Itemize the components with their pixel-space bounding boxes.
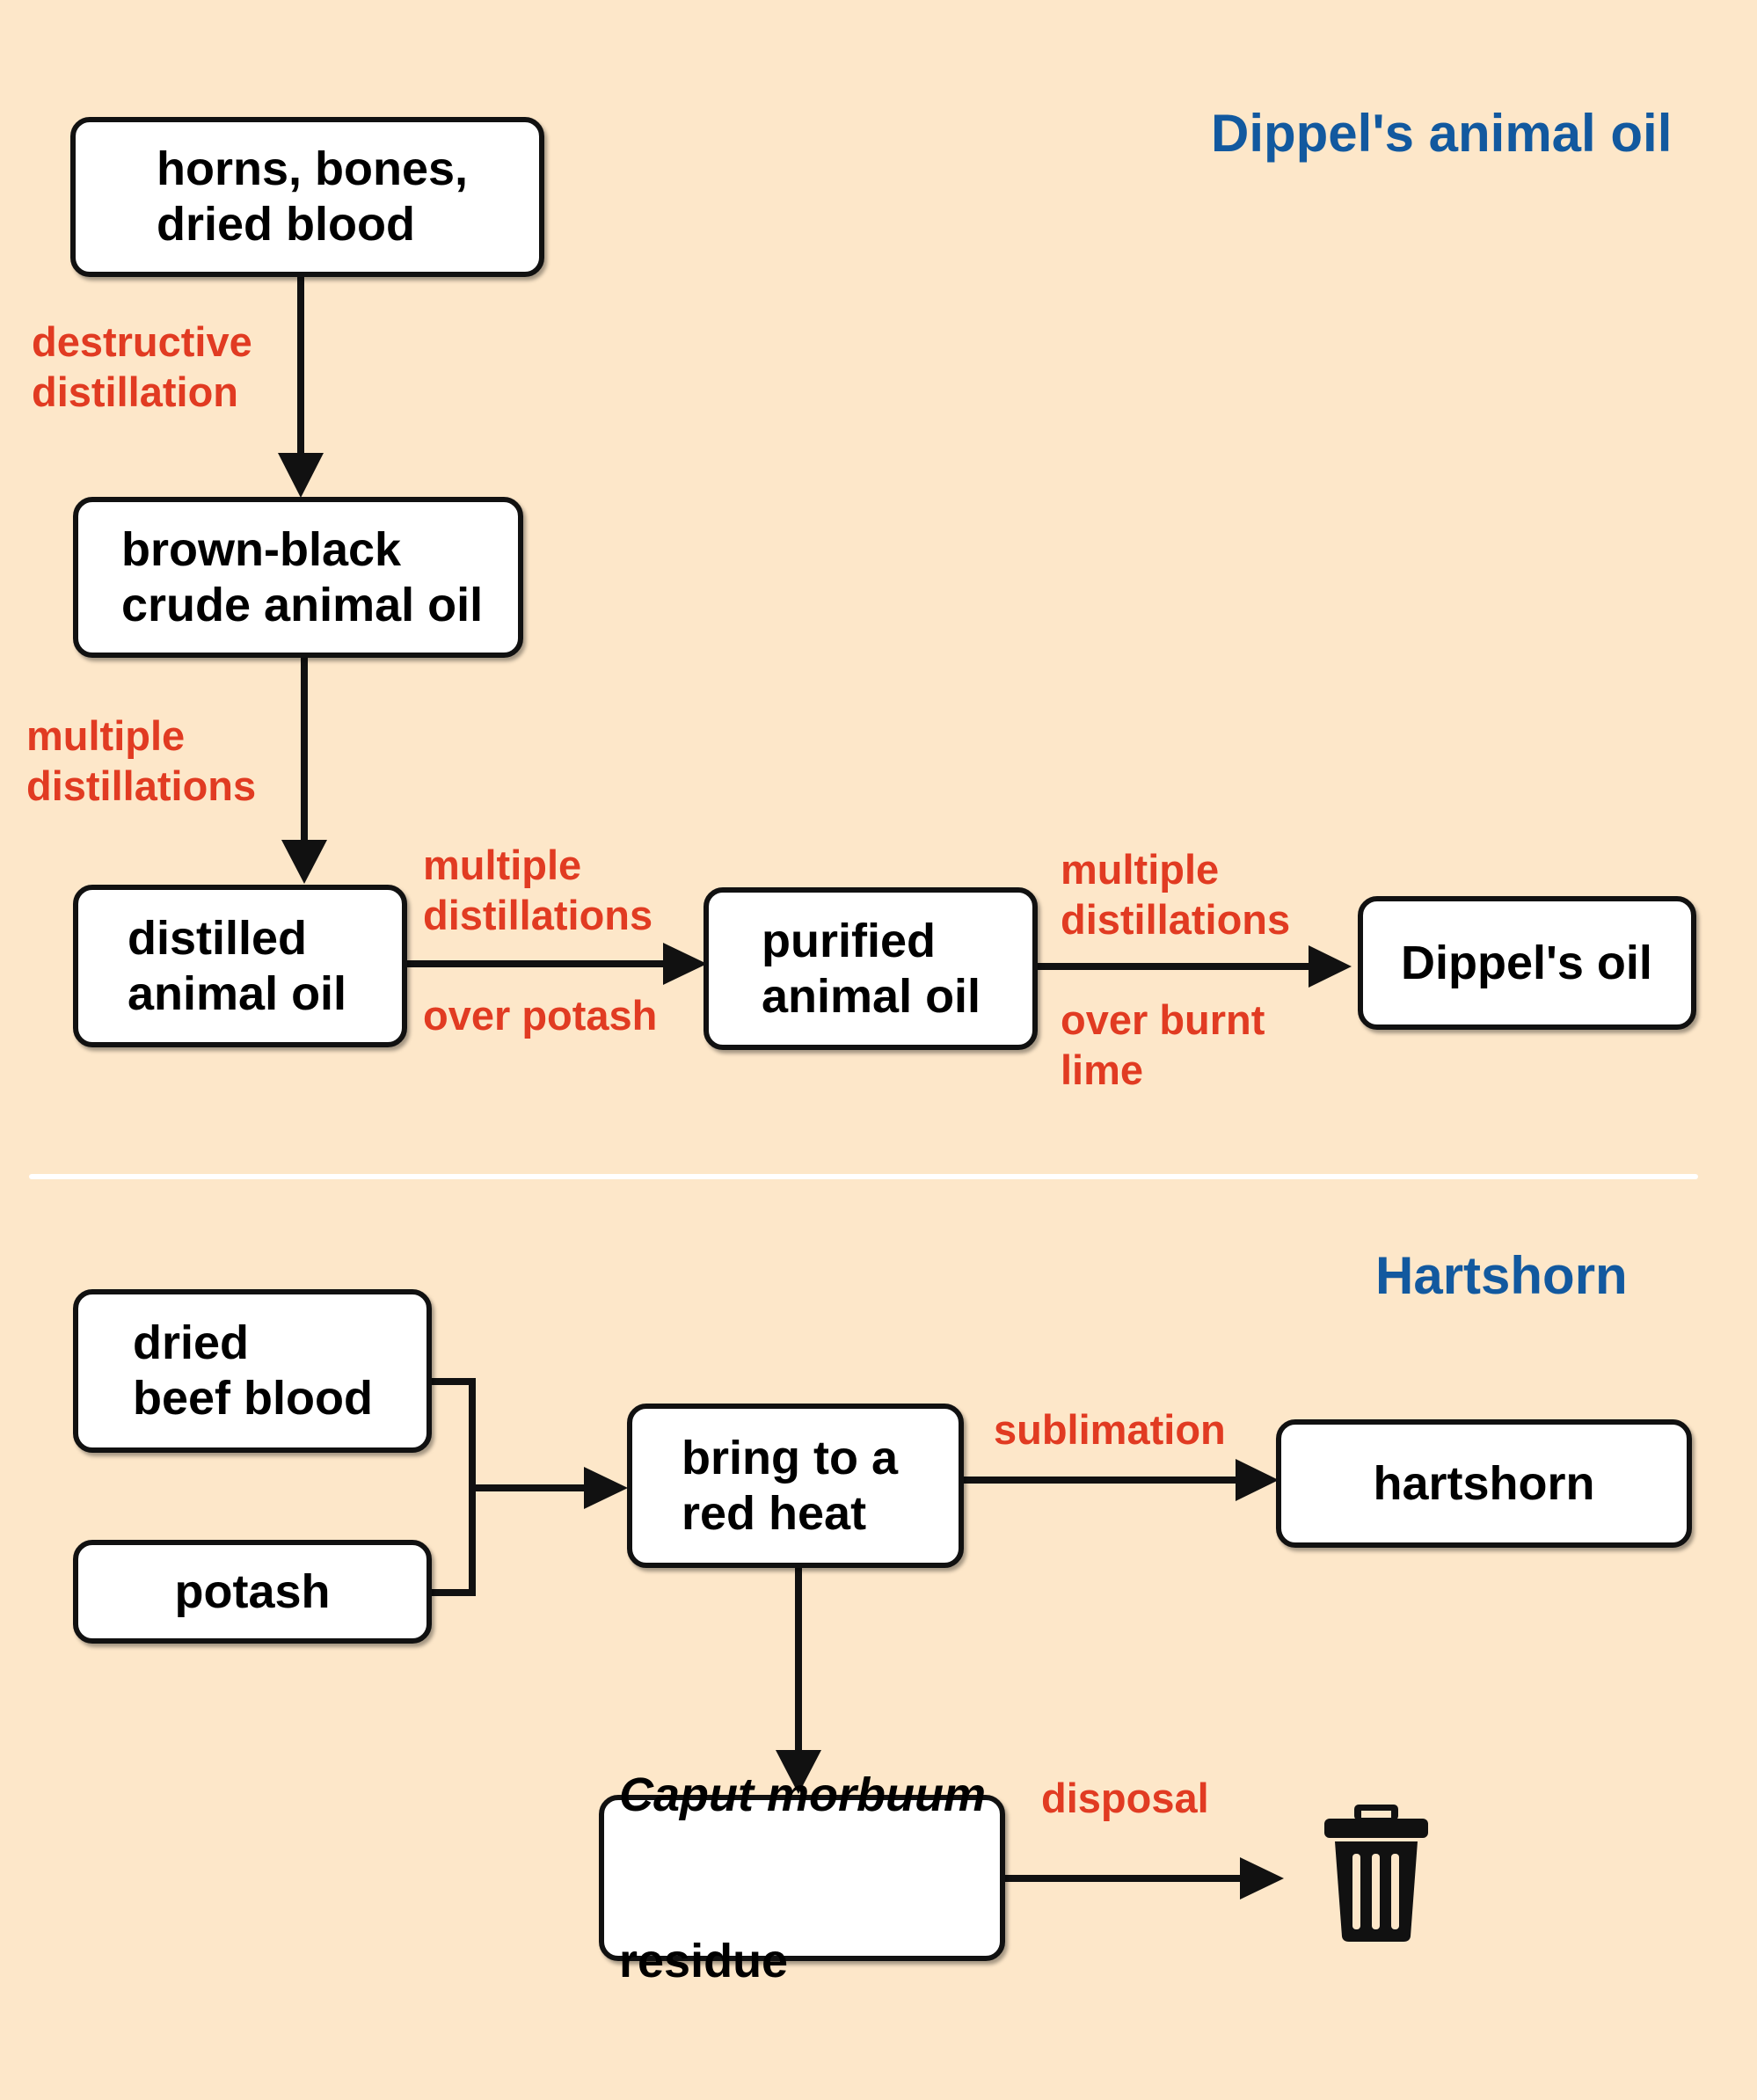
edge-label-sublimation: sublimation (994, 1406, 1226, 1453)
node-potash: potash (73, 1540, 432, 1644)
node-crude-animal-oil: brown-black crude animal oil (73, 497, 523, 658)
node-label-italic: Caput morbuum (619, 1768, 986, 1821)
edge-label-over-burnt-lime: over burnt lime (1061, 996, 1265, 1093)
arrowhead-dippels (1309, 945, 1352, 988)
node-caput-morbuum-residue: Caput morbuum residue (599, 1768, 1005, 1987)
trash-can-icon (1324, 1805, 1428, 1942)
node-label-rest: residue (619, 1934, 789, 1987)
edge-label-multiple-distillations-2: multiple distillations (423, 842, 653, 938)
arrowhead-heat (584, 1467, 628, 1509)
arrowhead-purified (663, 943, 707, 985)
edge-label-multiple-distillations-1: multiple distillations (26, 712, 257, 809)
node-label: hartshorn (1373, 1456, 1595, 1510)
node-label: dried beef blood (133, 1316, 373, 1425)
node-label: brown-black crude animal oil (121, 522, 484, 631)
node-horns-bones-blood: horns, bones, dried blood (70, 117, 544, 277)
node-label: purified animal oil (762, 914, 981, 1023)
node-label: distilled animal oil (128, 911, 347, 1020)
node-label: Caput morbuum residue (619, 1657, 986, 2100)
arrowhead-caput (776, 1750, 821, 1794)
arrowhead-hartshorn (1236, 1459, 1279, 1501)
node-hartshorn: hartshorn (1276, 1419, 1692, 1548)
arrowhead-trash (1240, 1857, 1284, 1899)
edge-label-disposal: disposal (1041, 1775, 1209, 1821)
node-dried-beef-blood: dried beef blood (73, 1289, 432, 1453)
node-purified-animal-oil: purified animal oil (704, 887, 1038, 1050)
edge-label-multiple-distillations-3: multiple distillations (1061, 846, 1291, 943)
node-distilled-animal-oil: distilled animal oil (73, 885, 407, 1047)
node-dippels-oil: Dippel's oil (1358, 896, 1696, 1030)
bracket-inputs (429, 1378, 476, 1596)
node-label: horns, bones, dried blood (157, 142, 469, 251)
arrowhead-distilled (281, 840, 327, 884)
arrowhead-crude (278, 453, 324, 498)
edge-label-destructive-distillation: destructive distillation (32, 318, 252, 415)
node-label: Dippel's oil (1401, 936, 1652, 989)
node-label: bring to a red heat (682, 1431, 898, 1540)
node-label: potash (174, 1564, 331, 1618)
node-red-heat: bring to a red heat (627, 1404, 964, 1568)
section-title-hartshorn: Hartshorn (1375, 1246, 1628, 1305)
section-divider (29, 1174, 1698, 1179)
section-title-dippel: Dippel's animal oil (1211, 104, 1673, 163)
edge-label-over-potash: over potash (423, 992, 658, 1039)
